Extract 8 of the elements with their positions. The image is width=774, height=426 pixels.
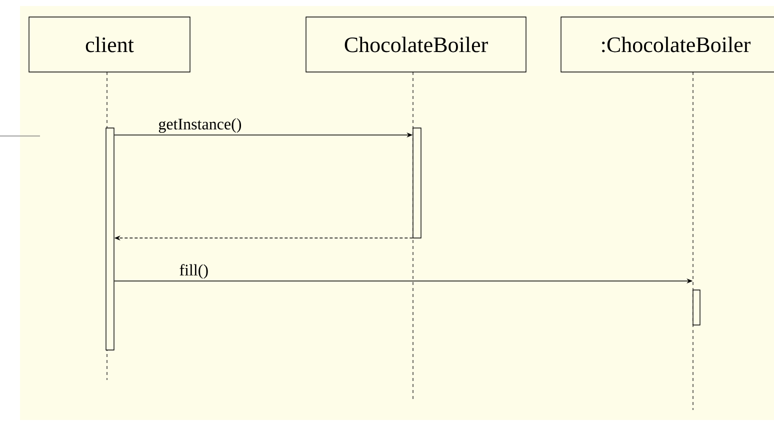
object-box: :ChocolateBoiler [560, 16, 774, 72]
message-label: fill() [180, 264, 208, 279]
activation-bar [692, 290, 700, 326]
object-box: ChocolateBoiler [306, 16, 526, 72]
activation-bar [106, 128, 114, 350]
activation-bar [412, 128, 422, 238]
object-box: client [28, 16, 190, 72]
message-label: getInstance() [158, 118, 242, 133]
